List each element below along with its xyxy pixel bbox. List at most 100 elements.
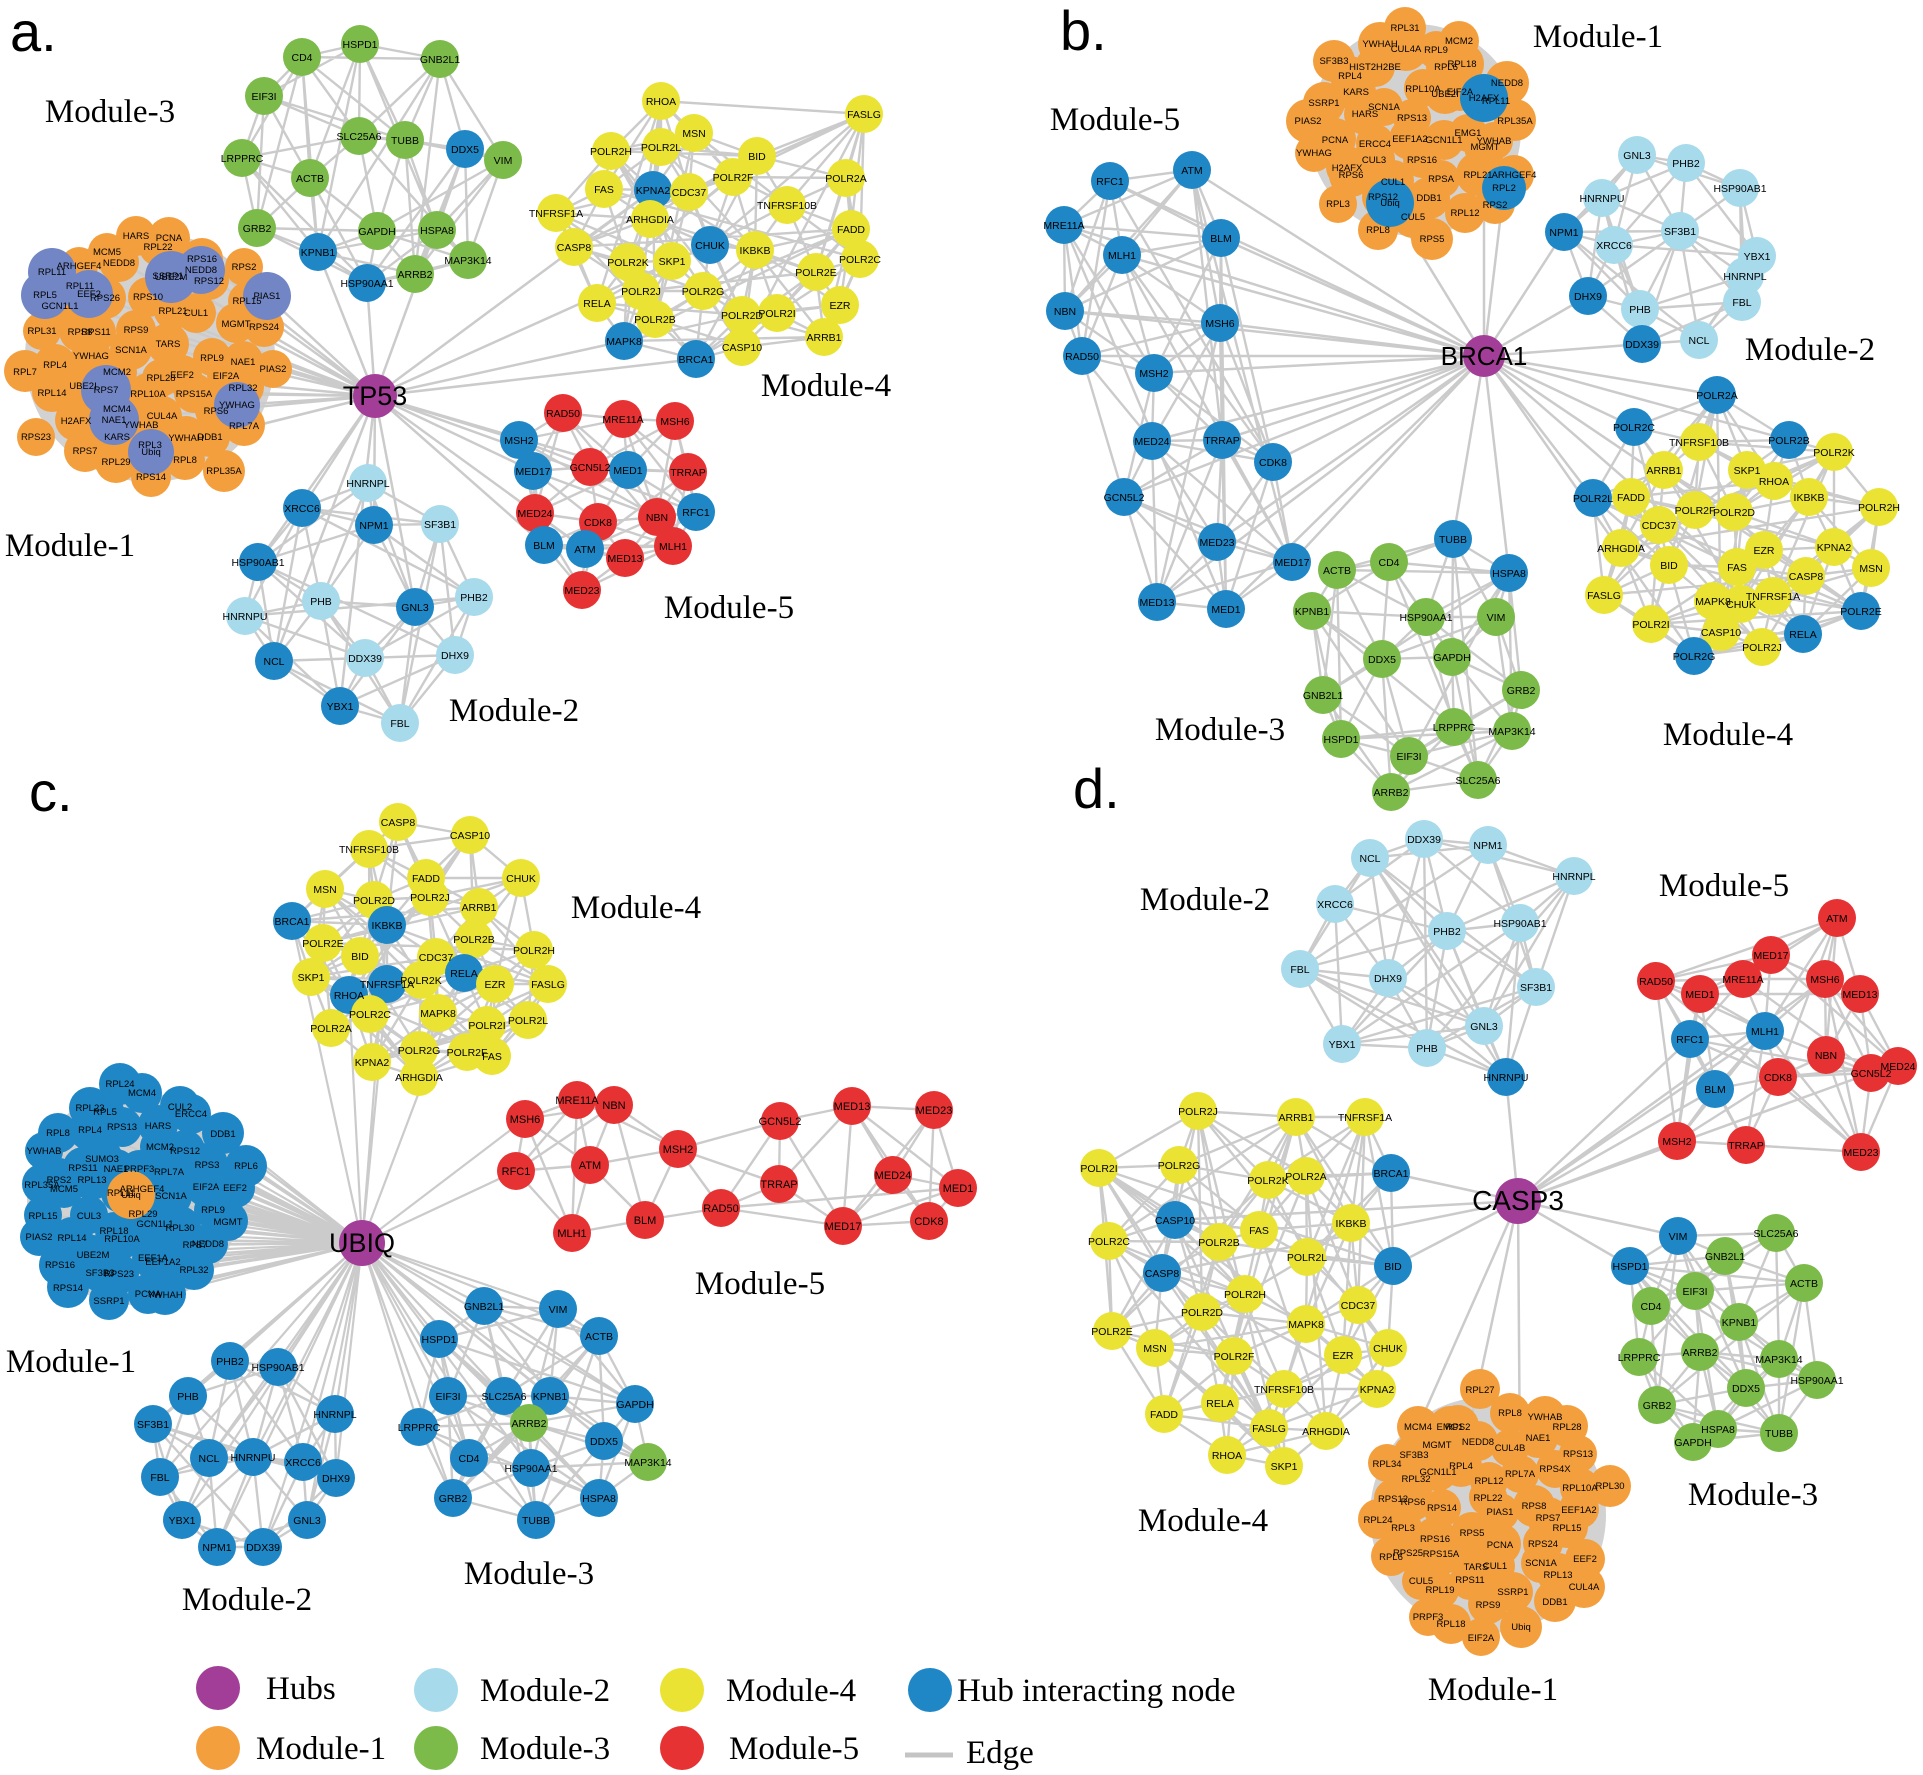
svg-text:RPL32: RPL32 — [1401, 1474, 1430, 1485]
svg-text:YBX1: YBX1 — [169, 1515, 196, 1527]
svg-text:Ubiq: Ubiq — [1380, 198, 1400, 209]
svg-text:HSPA8: HSPA8 — [420, 225, 454, 237]
svg-text:POLR2L: POLR2L — [508, 1015, 548, 1027]
svg-text:POLR2L: POLR2L — [1573, 493, 1613, 505]
svg-text:LRPPRC: LRPPRC — [221, 153, 264, 165]
svg-text:RPL8: RPL8 — [46, 1128, 70, 1139]
svg-text:ARRB1: ARRB1 — [461, 902, 496, 914]
svg-text:ACTB: ACTB — [585, 1331, 613, 1343]
svg-text:POLR2I: POLR2I — [1632, 619, 1669, 631]
svg-text:NEDD8: NEDD8 — [192, 1239, 224, 1250]
svg-text:RHOA: RHOA — [334, 990, 364, 1002]
svg-text:YBX1: YBX1 — [1329, 1039, 1356, 1051]
svg-text:RPS9: RPS9 — [1476, 1600, 1501, 1611]
svg-text:RFC1: RFC1 — [682, 507, 710, 519]
svg-text:ARRB1: ARRB1 — [1278, 1112, 1313, 1124]
svg-text:a.: a. — [10, 0, 57, 63]
svg-text:CASP8: CASP8 — [1789, 571, 1824, 583]
svg-text:FAS: FAS — [482, 1051, 502, 1063]
svg-text:ARRB2: ARRB2 — [511, 1418, 546, 1430]
svg-text:CUL4A: CUL4A — [1569, 1582, 1600, 1593]
svg-text:RPL35A: RPL35A — [206, 466, 242, 477]
svg-text:RPS26: RPS26 — [90, 293, 120, 304]
svg-text:RPL13: RPL13 — [77, 1175, 106, 1186]
svg-text:MED17: MED17 — [825, 1221, 862, 1233]
svg-text:CUL1: CUL1 — [1483, 1561, 1507, 1572]
svg-text:SF3B1: SF3B1 — [424, 519, 456, 531]
svg-text:PHB2: PHB2 — [1672, 158, 1700, 170]
svg-text:ARRB2: ARRB2 — [1373, 787, 1408, 799]
svg-text:MRE11A: MRE11A — [1722, 974, 1763, 986]
svg-text:FADD: FADD — [837, 224, 865, 236]
svg-text:DDX39: DDX39 — [348, 653, 382, 665]
svg-text:SLC25A6: SLC25A6 — [482, 1391, 527, 1403]
svg-text:POLR2I: POLR2I — [468, 1020, 505, 1032]
svg-text:RELA: RELA — [1206, 1398, 1233, 1410]
svg-text:Module-2: Module-2 — [182, 1582, 312, 1618]
svg-text:RPL35A: RPL35A — [1497, 116, 1533, 127]
svg-text:MED24: MED24 — [517, 508, 552, 520]
svg-text:POLR2G: POLR2G — [1673, 651, 1716, 663]
svg-text:PIAS2: PIAS2 — [26, 1232, 53, 1243]
svg-text:CDC37: CDC37 — [419, 952, 454, 964]
svg-text:SKP1: SKP1 — [298, 972, 325, 984]
svg-text:EIF3I: EIF3I — [435, 1391, 460, 1403]
svg-text:RPS13: RPS13 — [1397, 113, 1427, 124]
svg-text:MCM2: MCM2 — [1445, 36, 1473, 47]
svg-text:RPL4: RPL4 — [43, 360, 67, 371]
svg-text:BID: BID — [1384, 1261, 1402, 1273]
svg-text:FADD: FADD — [1617, 492, 1645, 504]
svg-text:TP53: TP53 — [343, 381, 408, 411]
svg-text:CHUK: CHUK — [1726, 599, 1756, 611]
svg-text:Module-2: Module-2 — [449, 693, 579, 729]
svg-text:YBX1: YBX1 — [327, 701, 354, 713]
svg-text:SF3B3: SF3B3 — [1319, 56, 1348, 67]
svg-text:BID: BID — [351, 951, 369, 963]
svg-text:ACTB: ACTB — [1790, 1278, 1818, 1290]
svg-text:PCNA: PCNA — [156, 233, 183, 244]
svg-text:ATM: ATM — [1181, 165, 1202, 177]
svg-text:HNRNPL: HNRNPL — [346, 478, 389, 490]
svg-text:POLR2J: POLR2J — [1742, 642, 1782, 654]
svg-text:YWHAG: YWHAG — [1296, 148, 1332, 159]
svg-text:RPS2: RPS2 — [47, 1175, 72, 1186]
svg-text:H2AFX: H2AFX — [1332, 163, 1363, 174]
svg-text:CDK8: CDK8 — [1764, 1072, 1792, 1084]
svg-text:MSN: MSN — [682, 128, 705, 140]
svg-text:BID: BID — [748, 151, 766, 163]
svg-text:NCL: NCL — [1359, 853, 1380, 865]
svg-text:RPL21: RPL21 — [1463, 170, 1492, 181]
svg-text:GAPDH: GAPDH — [1674, 1437, 1711, 1449]
svg-text:GCN1L1: GCN1L1 — [42, 301, 79, 312]
svg-text:CASP3: CASP3 — [1472, 1185, 1564, 1216]
svg-text:FADD: FADD — [1150, 1409, 1178, 1421]
svg-text:RPS11: RPS11 — [68, 1163, 97, 1174]
svg-text:CD4: CD4 — [291, 52, 312, 64]
svg-text:RPS9: RPS9 — [124, 325, 149, 336]
svg-text:IKBKB: IKBKB — [1794, 492, 1825, 504]
svg-text:NCL: NCL — [263, 656, 284, 668]
svg-text:PCNA: PCNA — [1487, 1540, 1514, 1551]
svg-text:CUL1: CUL1 — [184, 308, 208, 319]
svg-text:UBIQ: UBIQ — [329, 1228, 395, 1258]
svg-text:DDB1: DDB1 — [197, 432, 222, 443]
svg-text:POLR2C: POLR2C — [1088, 1236, 1130, 1248]
svg-text:FAS: FAS — [594, 184, 614, 196]
svg-text:MED1: MED1 — [613, 465, 642, 477]
svg-text:EIF2A: EIF2A — [1447, 87, 1474, 98]
svg-text:EIF3I: EIF3I — [1396, 751, 1421, 763]
svg-text:H2AFX: H2AFX — [61, 416, 92, 427]
svg-text:SSRP1: SSRP1 — [1497, 1587, 1528, 1598]
svg-text:RPS14: RPS14 — [136, 472, 166, 483]
svg-text:SCN1A: SCN1A — [1368, 102, 1400, 113]
svg-text:HSPD1: HSPD1 — [421, 1334, 456, 1346]
svg-text:TUBB: TUBB — [522, 1515, 550, 1527]
svg-text:RPL7: RPL7 — [13, 367, 37, 378]
svg-text:BRCA1: BRCA1 — [1441, 341, 1528, 371]
svg-text:MED24: MED24 — [1134, 436, 1169, 448]
svg-text:NPM1: NPM1 — [359, 520, 388, 532]
svg-text:POLR2A: POLR2A — [825, 173, 866, 185]
svg-text:CD4: CD4 — [1378, 557, 1399, 569]
svg-text:RPL7A: RPL7A — [154, 1167, 185, 1178]
svg-text:ARRB1: ARRB1 — [806, 332, 841, 344]
